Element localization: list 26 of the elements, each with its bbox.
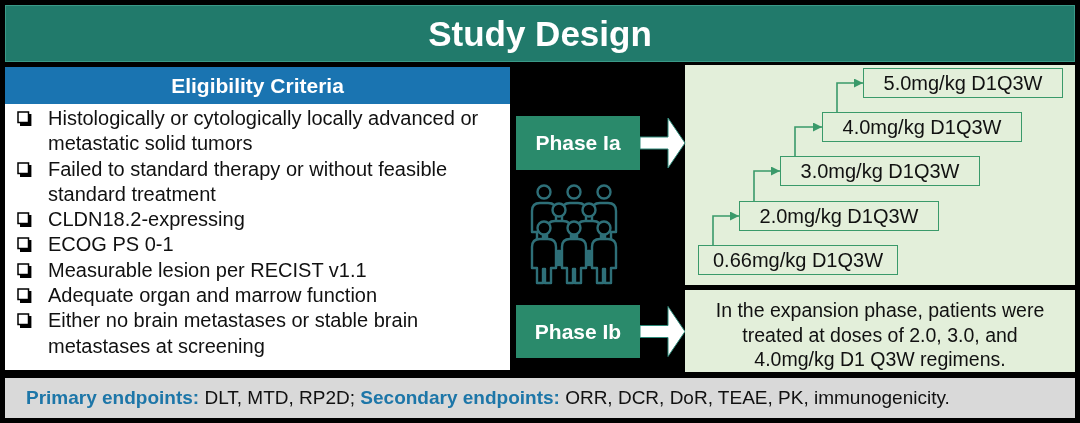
criteria-item: CLDN18.2-expressing xyxy=(48,207,245,233)
criteria-item: ECOG PS 0-1 xyxy=(48,232,174,258)
criteria-item: Histologically or cytologically locally advanced or metastatic solid tumors xyxy=(48,106,480,157)
arrow xyxy=(836,78,864,113)
title-banner: Study Design xyxy=(5,5,1075,62)
criteria-panel xyxy=(5,67,510,370)
dose-box: 2.0mg/kg D1Q3W xyxy=(739,201,939,231)
panel-heading: Eligibility Criteria xyxy=(5,67,510,104)
arrow xyxy=(712,211,740,246)
dose-panel xyxy=(685,65,1075,285)
dose-box: 5.0mg/kg D1Q3W xyxy=(863,68,1063,98)
phase-box: Phase Ia xyxy=(516,116,640,170)
endpoints-bar: Primary endpoints: DLT, MTD, RP2D; Secondary endpoints: ORR, DCR, DoR, TEAE, PK, immunogenicity. xyxy=(5,378,1075,418)
criteria-item: Measurable lesion per RECIST v1.1 xyxy=(48,257,367,283)
criteria-item: Failed to standard therapy or without feasible standard treatment xyxy=(48,156,449,207)
dose-box: 3.0mg/kg D1Q3W xyxy=(780,156,980,186)
block-arrow xyxy=(639,306,686,357)
criteria-item: Either no brain metastases or stable brain metastases at screening xyxy=(48,308,420,359)
block-arrow xyxy=(639,117,686,169)
phase-box: Phase Ib xyxy=(516,305,640,358)
arrow xyxy=(753,166,781,202)
dose-box: 4.0mg/kg D1Q3W xyxy=(822,112,1022,142)
dose-box: 0.66mg/kg D1Q3W xyxy=(698,245,898,275)
text-panel: In the expansion phase, patients were treated at doses of 2.0, 3.0, and 4.0mg/kg D1 Q3W regimens. xyxy=(685,290,1075,372)
criteria-item: Adequate organ and marrow function xyxy=(48,283,378,309)
arrow xyxy=(794,122,823,157)
